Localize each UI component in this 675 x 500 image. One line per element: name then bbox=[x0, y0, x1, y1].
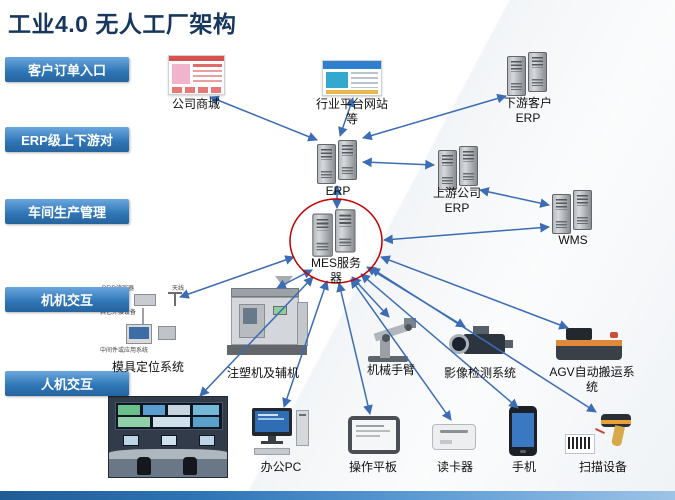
robot-arm-label: 机械手臂 bbox=[366, 363, 415, 377]
injection-machine-graphic bbox=[227, 276, 311, 364]
mold-sublabel: 中间件或应用系统 bbox=[100, 348, 149, 354]
ribbon-customer-order-entry: 客户订单入口 bbox=[5, 57, 129, 82]
ribbon-workshop-mgmt: 车间生产管理 bbox=[5, 199, 129, 224]
agv-label: AGV自动搬运系统 bbox=[549, 365, 635, 394]
injection-label: 注塑机及辅机 bbox=[226, 366, 299, 380]
bottom-accent-bar bbox=[0, 491, 675, 500]
company-mall-screenshot bbox=[168, 55, 225, 95]
barcode-scanner-graphic bbox=[565, 412, 641, 458]
phone-graphic bbox=[509, 406, 539, 458]
mall-label: 公司商城 bbox=[171, 97, 220, 111]
ribbon-human-machine: 人机交互 bbox=[5, 371, 129, 396]
mold-sublabel: 其它外接设备 bbox=[100, 310, 137, 316]
tablet-label: 操作平板 bbox=[348, 460, 397, 474]
mold-label: 模具定位系统 bbox=[111, 360, 184, 374]
upstream-erp-label: 上游公司ERP bbox=[432, 186, 481, 215]
mes-label: MES服务器 bbox=[310, 256, 361, 285]
office-pc-label: 办公PC bbox=[260, 460, 302, 474]
phone-label: 手机 bbox=[511, 460, 536, 474]
agv-graphic bbox=[556, 328, 624, 362]
tablet-graphic bbox=[348, 416, 400, 456]
wms-label: WMS bbox=[558, 233, 588, 247]
industry-platform-screenshot bbox=[322, 60, 382, 96]
downstream-erp-server-icon bbox=[506, 52, 550, 96]
platform-label: 行业平台网站等 bbox=[315, 97, 388, 126]
mes-server-icon bbox=[311, 209, 359, 257]
page-title: 工业4.0 无人工厂架构 bbox=[8, 11, 237, 37]
card-reader-graphic bbox=[432, 422, 478, 454]
office-pc-graphic bbox=[252, 408, 310, 458]
ribbon-machine-machine: 机机交互 bbox=[5, 287, 129, 312]
robot-arm-graphic bbox=[360, 314, 424, 362]
vision-camera-graphic bbox=[447, 326, 513, 362]
wms-server-icon bbox=[551, 190, 595, 234]
upstream-erp-server-icon bbox=[437, 146, 481, 190]
control-room-photo bbox=[108, 396, 228, 478]
erp-label: ERP bbox=[325, 184, 351, 198]
scanner-label: 扫描设备 bbox=[578, 460, 627, 474]
mold-sublabel: 天线 bbox=[172, 286, 185, 292]
downstream-erp-label: 下游客户ERP bbox=[503, 96, 552, 125]
erp-server-icon bbox=[316, 140, 360, 184]
ribbon-erp-updown: ERP级上下游对 bbox=[5, 127, 129, 152]
card-reader-label: 读卡器 bbox=[436, 460, 473, 474]
vision-label: 影像检测系统 bbox=[443, 366, 516, 380]
